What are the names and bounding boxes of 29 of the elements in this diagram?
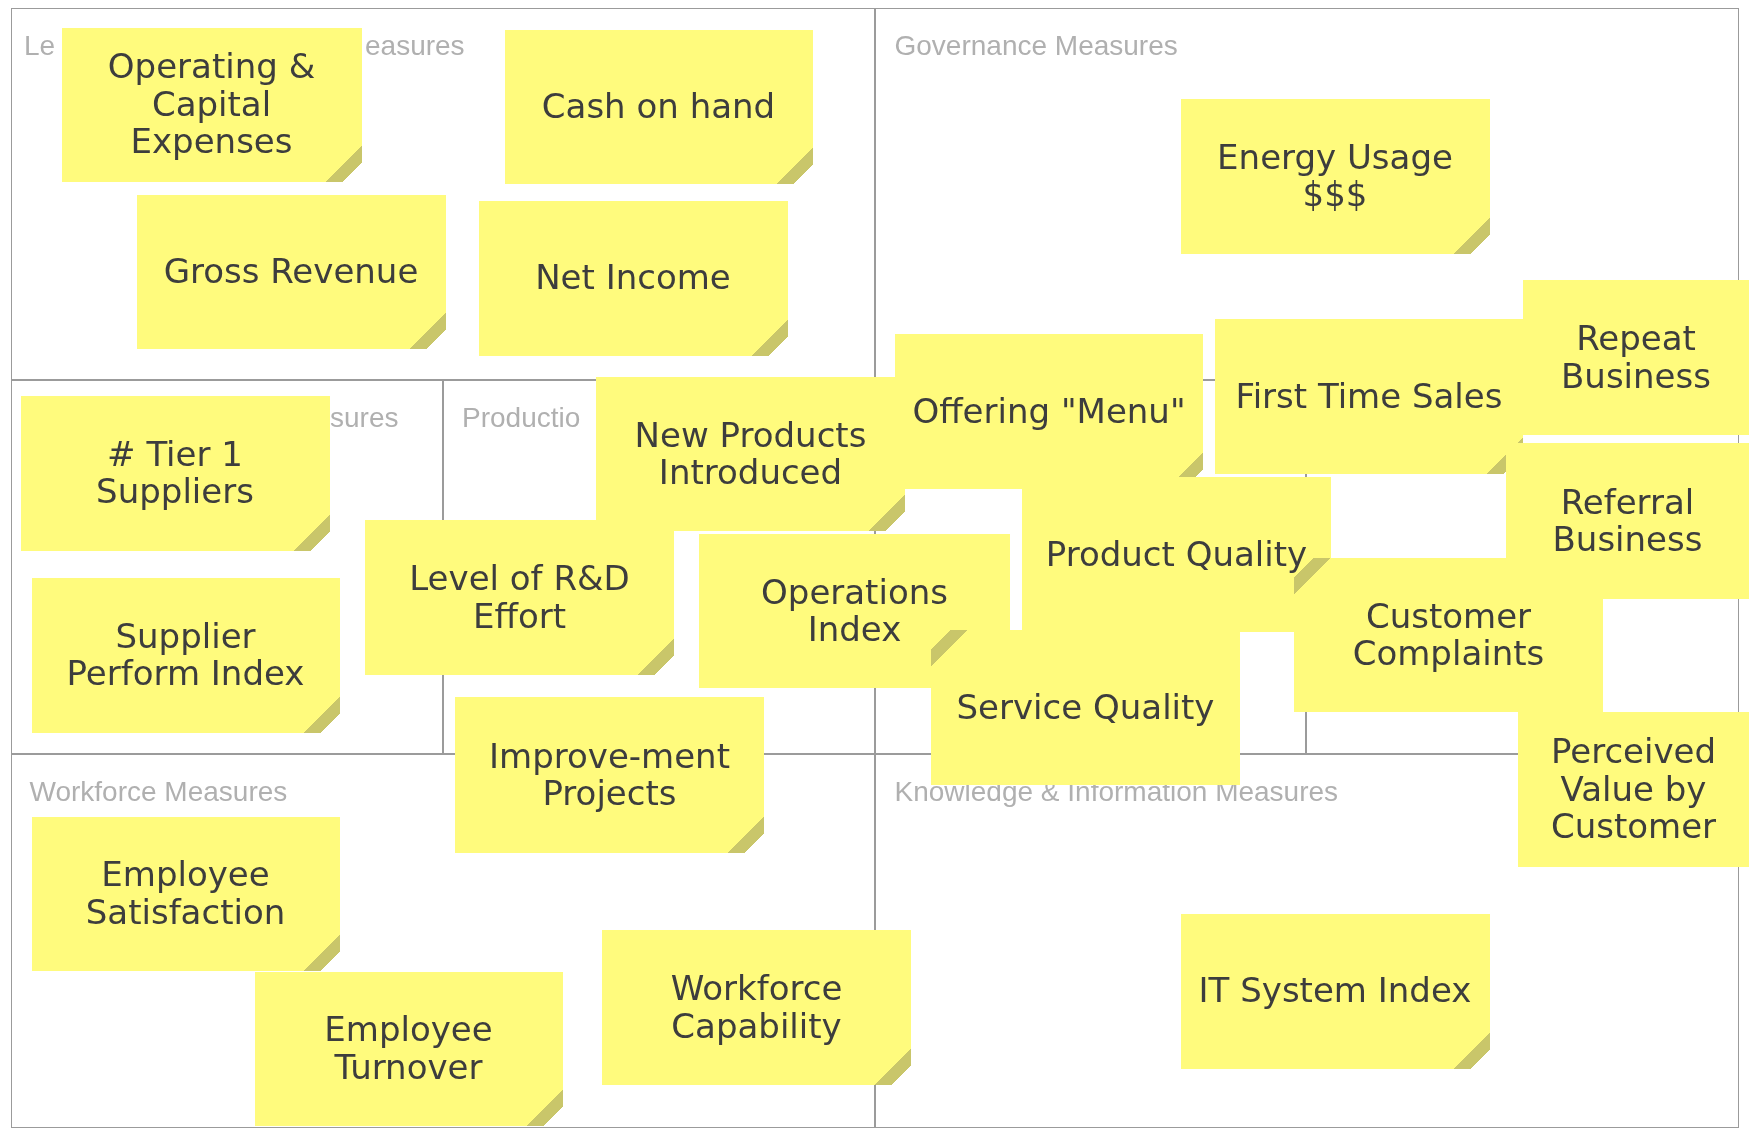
sticky-note: IT System Index	[1180, 913, 1490, 1069]
sticky-note: Perceived Value by Customer	[1518, 712, 1749, 867]
sticky-note: Improve-ment Projects	[455, 697, 764, 853]
sticky-note: Service Quality	[931, 630, 1240, 785]
sticky-note: Referral Business	[1506, 443, 1749, 599]
sticky-note: Level of R&D Effort	[365, 520, 674, 675]
sticky-note: Net Income	[478, 200, 788, 356]
cell-heading: sures	[330, 404, 399, 432]
sticky-note: # Tier 1 Suppliers	[20, 395, 330, 551]
sticky-note: New Products Introduced	[596, 377, 905, 531]
sticky-note: Operating & Capital Expenses	[61, 27, 362, 182]
sticky-note: Workforce Capability	[602, 930, 911, 1085]
sticky-note: First Time Sales	[1215, 319, 1523, 474]
cell-heading: Le	[24, 32, 56, 60]
sticky-note: Employee Satisfaction	[31, 816, 340, 971]
grid-cell	[11, 8, 875, 380]
cell-heading: Workforce Measures	[29, 777, 288, 806]
sticky-note: Offering "Menu"	[895, 334, 1203, 489]
sticky-note: Gross Revenue	[136, 194, 446, 349]
sticky-note: Employee Turnover	[254, 971, 563, 1126]
sticky-note: Supplier Perform Index	[31, 577, 340, 733]
sticky-note: Product Quality	[1022, 477, 1331, 632]
cell-heading: Governance Measures	[894, 31, 1178, 60]
cell-heading: Productio	[462, 404, 581, 432]
sticky-note: Cash on hand	[504, 29, 813, 184]
sticky-note: Energy Usage $$$	[1180, 98, 1490, 254]
cell-heading: easures	[365, 32, 465, 60]
sticky-note: Operations Index	[699, 534, 1010, 688]
sticky-note: Repeat Business	[1523, 280, 1749, 435]
